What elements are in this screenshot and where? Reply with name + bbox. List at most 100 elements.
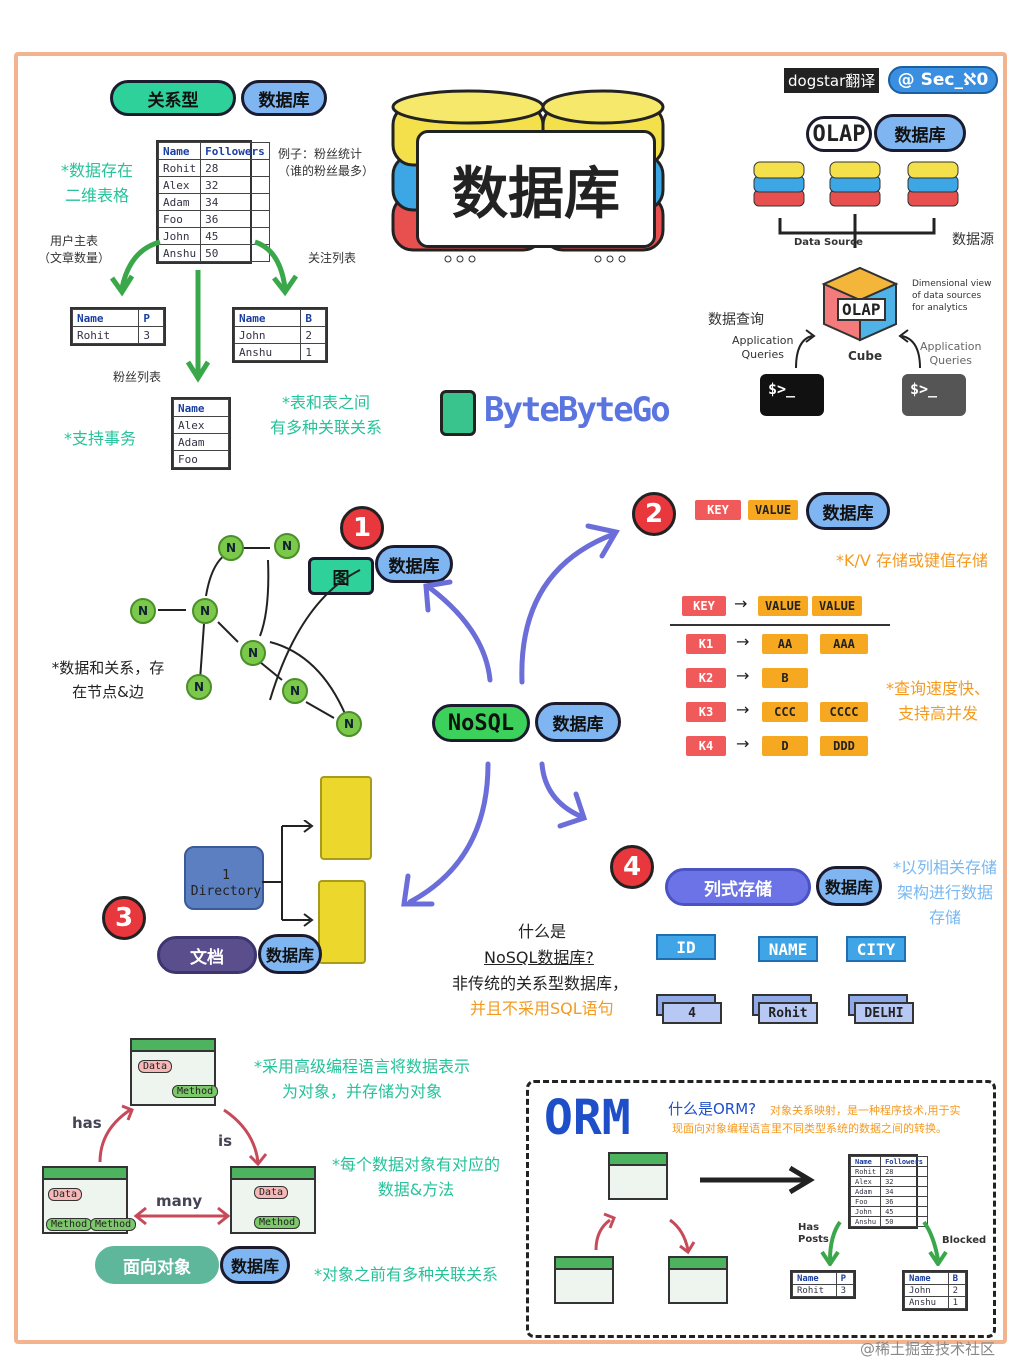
table-cell: Adam [157,193,202,211]
table-cell: Anshu [233,343,302,361]
orm-box [526,1080,996,1338]
table-cell: John [904,1284,949,1297]
orm-table-arrows [820,1220,948,1266]
method-tag: Method [172,1085,219,1098]
data-tag: Data [48,1188,83,1201]
has-label: has [72,1114,102,1132]
table-cell: Alex [173,416,229,434]
number-badge-1: 1 [340,506,384,550]
nosql-db-pill: 数据库 [535,702,621,742]
nosql-answer-2: 并且不采用SQL语句 [470,999,614,1018]
many-label: many [156,1192,203,1210]
nosql-arrows [401,523,620,907]
arrow-right-icon: → [736,700,750,719]
column-db-pill: 数据库 [816,866,882,906]
column-type-pill: 列式存储 [665,868,811,906]
number-badge-2: 2 [632,492,676,536]
method-tag: Method [90,1218,137,1231]
handle-text: Sec_ℵ0 [920,70,989,90]
kv-row-value: AAA [820,634,868,654]
data-source-label: Data Source [794,237,863,248]
table-cell: 3 [835,1284,855,1297]
table-cell: Rohit [157,159,202,177]
graph-note: *数据和关系，存 在节点&边 [51,659,165,701]
kv-value-tag: VALUE [748,500,798,520]
table-row: Adam [173,433,229,451]
table-cell: 36 [200,210,270,228]
example-label: 例子：粉丝统计 （谁的粉丝最多） [278,147,375,178]
column-values-city: DELHI [848,994,914,1024]
orm-object-box [608,1152,668,1200]
table-cell: 2 [947,1284,967,1297]
graph-node: N [240,640,266,666]
bytebytego-brand: ByteByteGo [484,390,671,430]
column-values-name: Rohit [752,994,818,1024]
column-header-id: ID [656,934,716,960]
number-badge-4: 4 [610,845,654,889]
db-icon [829,161,881,207]
oo-note-relations: *对象之前有多种关联关系 [313,1265,498,1284]
table-header-cell: Name [849,1156,882,1167]
kv-note-speed: *查询速度快、 支持高并发 [885,679,990,723]
table-cell: Foo [157,210,202,228]
kv-row-key: K2 [686,668,726,688]
column-value: Rohit [758,1002,818,1024]
table-cell: Anshu [904,1296,949,1309]
method-tag: Method [254,1216,301,1229]
blocked-label: Blocked [942,1235,987,1246]
oo-db-pill: 数据库 [220,1246,290,1284]
note-relations: *表和表之间 有多种关联关系 [269,393,382,437]
table-cell: 36 [880,1196,929,1207]
olap-query-arrows [795,329,921,369]
orm-arrows [594,1165,815,1255]
arrow-right-icon: → [736,734,750,753]
has-posts-label: Has Posts [798,1222,829,1245]
table-cell: 28 [200,159,270,177]
oo-note-methods: *每个数据对象有对应的 数据&方法 [331,1155,500,1199]
fans-list-label: 粉丝列表 [113,370,162,384]
table-cell: Anshu [849,1216,882,1227]
translator-badge: dogstar翻译 [784,68,880,93]
table-cell: Alex [157,176,202,194]
kv-row-value: DDD [820,736,868,756]
kv-row-value: CCCC [820,702,868,722]
graph-node: N [192,598,218,624]
page-title: 数据库 [416,130,656,248]
table-cell: 34 [880,1186,929,1197]
document-file-icon [320,776,372,860]
nosql-question-1: 什么是 [518,922,567,941]
graph-node: N [336,711,362,737]
orm-label: ORM [544,1090,631,1146]
document-db-pill: 数据库 [258,934,322,974]
table-cell: John [157,227,202,245]
data-query-label: 数据查询 [708,312,764,328]
at-icon: @ [897,70,915,90]
table-cell: Anshu [157,244,202,262]
table-row: Alex [173,416,229,434]
graph-node: N [130,598,156,624]
table-header-cell: Name [904,1272,949,1285]
note-transactions: *支持事务 [64,429,137,448]
db-icon [907,161,959,207]
terminal-icon: $>_ [902,374,966,416]
graph-node: N [282,678,308,704]
data-tag: Data [138,1060,173,1073]
